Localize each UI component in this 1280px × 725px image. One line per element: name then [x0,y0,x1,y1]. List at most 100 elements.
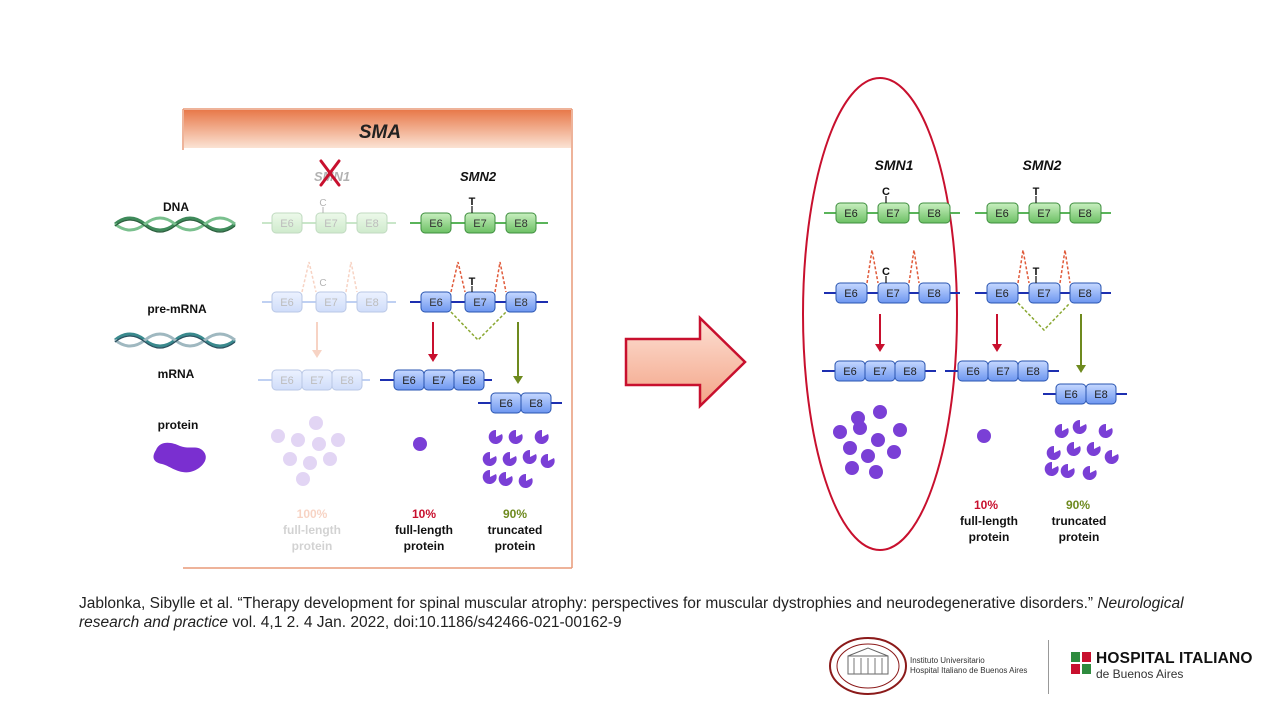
svg-text:E6: E6 [995,288,1008,300]
svg-text:E8: E8 [365,218,378,230]
svg-text:E6: E6 [995,208,1008,220]
svg-text:E7: E7 [432,375,445,387]
citation: Jablonka, Sibylle et al. “Therapy develo… [79,594,1239,632]
svg-text:100%: 100% [297,507,328,521]
hospital-cross-icon [1071,652,1091,674]
svg-text:E7: E7 [1037,208,1050,220]
left-pct-truncated: 90% [503,507,527,521]
svg-text:T: T [1033,266,1040,278]
full-length-protein-dot [413,437,427,451]
svg-text:E6: E6 [280,375,293,387]
svg-text:E6: E6 [402,375,415,387]
svg-text:full-length: full-length [960,514,1018,528]
right-smn1-title: SMN1 [875,157,914,173]
institute-seal-icon [829,637,907,695]
hospital-name: HOSPITAL ITALIANO [1096,650,1253,667]
right-smn2-title: SMN2 [1023,157,1062,173]
sma-header [184,110,571,148]
citation-journal: Neurological research and practice [79,595,1184,631]
citation-tail: vol. 4,1 2. 4 Jan. 2022, doi:10.1186/s42… [228,614,622,631]
sma-header-label: SMA [359,122,401,143]
protein-blob-icon [153,442,206,473]
svg-text:protein: protein [1059,530,1100,544]
right-smn1-column: E6 E7 E8 C E6 E7 E8 C E6 E7 E8 [822,186,960,479]
logo-block: Instituto Universitario Hospital Italian… [828,636,1268,696]
right-full-protein-group [833,405,907,479]
svg-text:E8: E8 [1094,389,1107,401]
svg-text:E6: E6 [843,366,856,378]
svg-text:E6: E6 [1064,389,1077,401]
svg-text:E8: E8 [462,375,475,387]
row-label-protein: protein [158,418,199,432]
svg-text:E6: E6 [844,288,857,300]
institute-name: Instituto Universitario Hospital Italian… [910,656,1028,675]
right-smn2-column: E6 E7 E8 T E6 E7 E8 T E6 E7 [945,186,1127,480]
svg-text:protein: protein [292,539,333,553]
svg-text:E6: E6 [280,297,293,309]
svg-text:E7: E7 [996,366,1009,378]
svg-text:E7: E7 [873,366,886,378]
svg-text:protein: protein [404,539,445,553]
right-pct-truncated: 90% [1066,498,1090,512]
svg-text:truncated: truncated [1052,514,1107,528]
svg-text:E8: E8 [1078,288,1091,300]
svg-text:truncated: truncated [488,523,543,537]
smn2-column: SMN2 E6 E7 E8 T E6 E7 E8 T [380,169,562,553]
svg-text:E8: E8 [927,208,940,220]
svg-text:E6: E6 [280,218,293,230]
svg-text:T: T [469,196,476,208]
svg-text:C: C [319,278,326,289]
row-label-mrna: mRNA [158,367,195,381]
svg-text:E8: E8 [365,297,378,309]
svg-text:protein: protein [495,539,536,553]
svg-text:protein: protein [969,530,1010,544]
hospital-subtitle: de Buenos Aires [1096,667,1184,681]
svg-text:E6: E6 [429,297,442,309]
left-pct-full: 10% [412,507,436,521]
svg-text:T: T [469,276,476,288]
svg-text:E6: E6 [499,398,512,410]
citation-text: Jablonka, Sibylle et al. “Therapy develo… [79,595,1098,612]
svg-text:E7: E7 [324,297,337,309]
svg-text:E8: E8 [1026,366,1039,378]
svg-text:E7: E7 [886,208,899,220]
svg-text:E6: E6 [429,218,442,230]
logo-divider [1048,640,1049,694]
svg-text:E7: E7 [886,288,899,300]
svg-text:E8: E8 [514,218,527,230]
svg-text:full-length: full-length [283,523,341,537]
transition-arrow-icon [624,315,747,409]
smn1-highlight-ellipse [802,77,958,551]
right-truncated-protein-group [1044,419,1119,480]
svg-text:full-length: full-length [395,523,453,537]
left-panel: SMA DNA pre-mRNA mRNA protein SMN1 E6 [114,108,573,569]
right-full-length-protein-dot [977,429,991,443]
row-label-dna: DNA [163,200,189,214]
svg-text:E8: E8 [529,398,542,410]
svg-text:E7: E7 [473,297,486,309]
right-pct-full: 10% [974,498,998,512]
svg-text:C: C [319,198,326,209]
svg-text:E6: E6 [966,366,979,378]
svg-text:E8: E8 [927,288,940,300]
dna-helix-icon [114,216,236,233]
svg-text:E7: E7 [1037,288,1050,300]
rna-helix-icon [114,332,236,349]
svg-text:E8: E8 [903,366,916,378]
smn1-faded-column: SMN1 E6 E7 E8 C E6 E7 E8 C [258,169,396,553]
svg-text:C: C [882,186,890,198]
left-smn2-title: SMN2 [460,169,497,184]
svg-text:E7: E7 [324,218,337,230]
svg-text:T: T [1033,186,1040,198]
svg-text:E6: E6 [844,208,857,220]
svg-text:E8: E8 [340,375,353,387]
svg-text:C: C [882,266,890,278]
svg-text:E8: E8 [1078,208,1091,220]
truncated-protein-group [482,429,555,488]
deletion-x-icon [319,159,341,187]
svg-text:E7: E7 [473,218,486,230]
row-label-premrna: pre-mRNA [147,302,207,316]
right-panel: SMN1 SMN2 E6 E7 E8 C E6 E7 E8 C [802,77,1127,551]
